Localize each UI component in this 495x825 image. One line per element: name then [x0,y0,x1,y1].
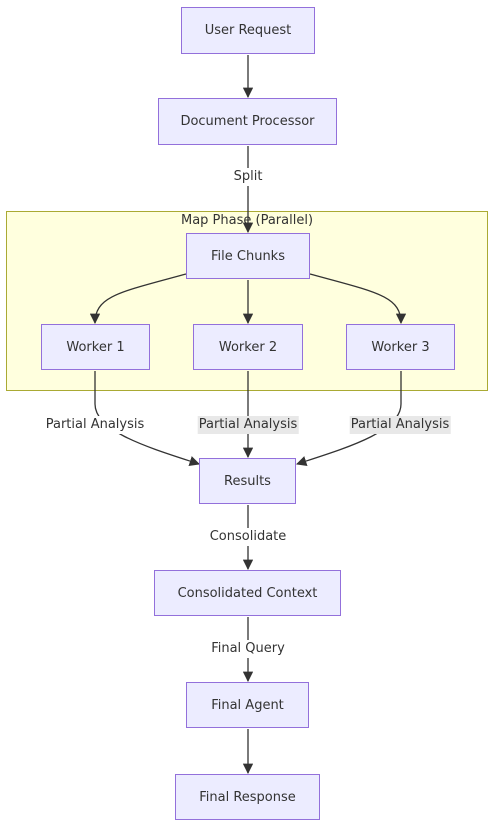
node-worker-3: Worker 3 [346,324,455,370]
node-final-agent: Final Agent [186,682,309,728]
node-worker-2: Worker 2 [193,324,303,370]
node-worker-1: Worker 1 [41,324,150,370]
edge-label-partial-analysis-3: Partial Analysis [349,416,451,434]
edge-worker3-to-results [296,371,402,467]
node-results: Results [199,458,296,504]
edge-label-split: Split [232,168,264,186]
edge-label-consolidate: Consolidate [208,528,288,546]
edge-chunks-to-worker1 [89,273,187,325]
edge-label-partial-analysis-2: Partial Analysis [197,416,299,434]
node-final-response: Final Response [175,774,320,820]
edge-worker1-to-results [94,371,200,467]
edge-label-final-query: Final Query [210,640,286,658]
cluster-title: Map Phase (Parallel) [180,213,314,228]
node-document-processor: Document Processor [158,98,337,145]
edge-label-partial-analysis-1: Partial Analysis [44,416,146,434]
edge-chunks-to-worker3 [309,273,407,325]
node-file-chunks: File Chunks [186,233,310,279]
node-consolidated-context: Consolidated Context [154,570,341,616]
node-user-request: User Request [181,7,315,54]
